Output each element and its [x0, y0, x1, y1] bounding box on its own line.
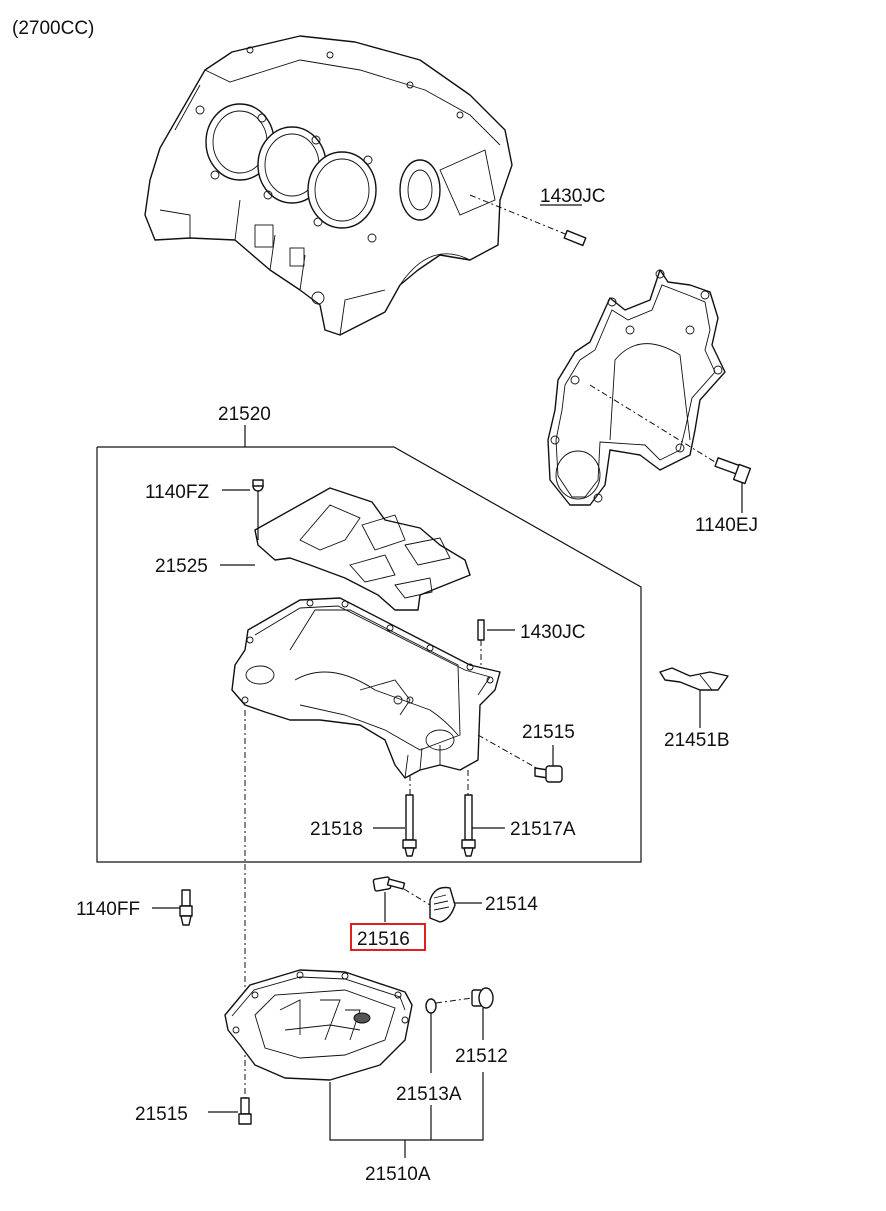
label-1430jc-top: 1430JC [540, 186, 606, 207]
cylinder-bores [205, 103, 377, 229]
engine-variant-title: (2700CC) [12, 18, 94, 39]
label-21514: 21514 [485, 894, 538, 915]
label-21515-bottom: 21515 [135, 1104, 188, 1125]
bolt-1140ff [179, 889, 193, 926]
label-21520: 21520 [218, 404, 271, 425]
baffle-plate-21525 [252, 479, 471, 611]
bolt-21517a [461, 770, 476, 857]
label-21513a: 21513A [396, 1084, 462, 1105]
bolt-21518 [402, 775, 417, 857]
highlight-box-21516 [350, 923, 426, 951]
cover-21514 [429, 886, 456, 923]
label-21515-mid: 21515 [522, 722, 575, 743]
label-21516[interactable]: 21516 [357, 929, 410, 950]
washer-21513a [425, 997, 473, 1073]
label-1140ff: 1140FF [76, 899, 140, 920]
label-1140fz: 1140FZ [145, 482, 209, 503]
label-21517a: 21517A [510, 819, 576, 840]
label-21512: 21512 [455, 1046, 508, 1067]
label-1140ej: 1140EJ [695, 515, 758, 536]
bracket-21510a [329, 1072, 484, 1158]
bolt-21515-bottom [238, 1097, 252, 1125]
dowel-pin-1430jc-mid [477, 619, 485, 665]
rear-plate-gasket [547, 269, 726, 506]
dowel-pin-1430jc-top [469, 194, 587, 247]
label-21525: 21525 [155, 556, 208, 577]
drain-plug-21512 [471, 987, 494, 1040]
sealant-tube-21451b [659, 667, 729, 728]
bolt-21516 [372, 876, 431, 922]
bolt-1140ej [589, 384, 752, 513]
label-21451b: 21451B [664, 730, 730, 751]
label-21510a: 21510A [365, 1164, 431, 1185]
upper-oil-pan [231, 597, 501, 779]
bolt-21515-mid [477, 734, 563, 783]
assembly-21520-frame [96, 425, 642, 863]
lower-oil-pan [224, 969, 413, 1081]
engine-block-illustration [144, 35, 513, 336]
label-1430jc-mid: 1430JC [520, 622, 586, 643]
label-21518: 21518 [310, 819, 363, 840]
